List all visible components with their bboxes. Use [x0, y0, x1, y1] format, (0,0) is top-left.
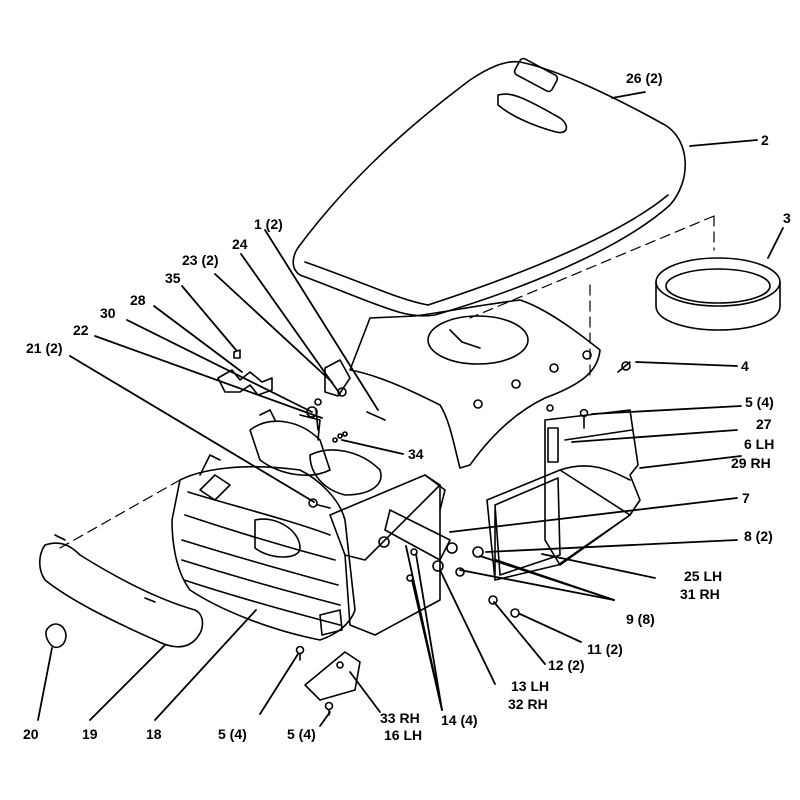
label-14: 14 (4): [441, 712, 478, 728]
lower-bracket: [304, 651, 361, 701]
ring-part: [655, 257, 781, 331]
label-29: 29 RH: [731, 455, 771, 471]
headlight-assembly: [249, 409, 382, 496]
leader-lines: [37, 91, 784, 727]
label-4: 4: [741, 358, 749, 374]
label-20: 20: [23, 726, 39, 742]
label-16: 16 LH: [384, 727, 423, 743]
label-27: 27: [756, 416, 772, 432]
nose-trim: [38, 534, 204, 648]
label-5-upper: 5 (4): [745, 394, 774, 410]
label-13: 13 LH: [511, 678, 550, 694]
label-21: 21 (2): [26, 340, 63, 356]
label-1: 1 (2): [254, 216, 283, 232]
mounting-bracket: [329, 474, 451, 636]
label-31: 31 RH: [680, 586, 720, 602]
label-35: 35: [165, 270, 181, 286]
label-30: 30: [100, 305, 116, 321]
guide-lines: [59, 215, 715, 549]
label-11: 11 (2): [587, 641, 623, 657]
hood-base: [349, 299, 601, 469]
label-5-lower-left: 5 (4): [218, 726, 247, 742]
label-24: 24: [232, 236, 248, 252]
label-7: 7: [742, 490, 750, 506]
label-28: 28: [130, 292, 146, 308]
label-32: 32 RH: [508, 696, 548, 712]
label-23: 23 (2): [182, 252, 219, 268]
label-26: 26 (2): [626, 70, 663, 86]
hardware: [295, 361, 631, 716]
label-3: 3: [783, 210, 791, 226]
grille-housing: [171, 454, 356, 641]
label-19: 19: [82, 726, 98, 742]
label-2: 2: [761, 132, 769, 148]
label-6: 6 LH: [744, 436, 775, 452]
label-5-lower-right: 5 (4): [287, 726, 316, 742]
label-22: 22: [73, 322, 89, 338]
small-bracket: [217, 349, 273, 396]
label-9: 9 (8): [626, 611, 655, 627]
label-33: 33 RH: [380, 710, 420, 726]
emblem: [45, 623, 67, 649]
label-12: 12 (2): [548, 657, 585, 673]
label-34: 34: [408, 446, 424, 462]
label-25: 25 LH: [684, 568, 723, 584]
label-8: 8 (2): [744, 528, 773, 544]
label-18: 18: [146, 726, 162, 742]
